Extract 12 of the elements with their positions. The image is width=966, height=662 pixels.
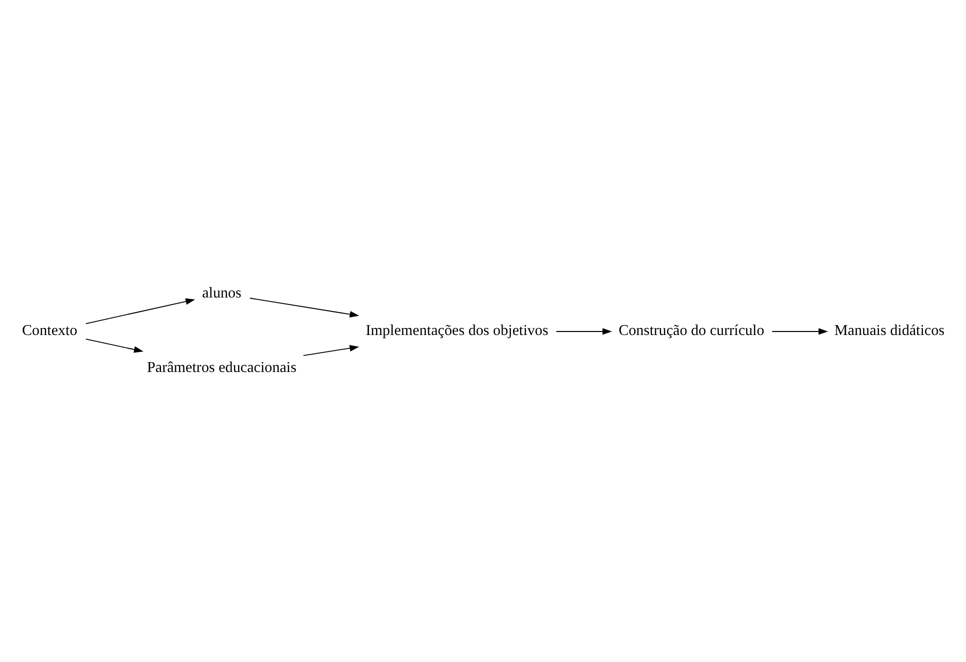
arrow [772, 328, 828, 335]
arrow [302, 344, 360, 356]
node-text: Implementações dos objetivos [366, 323, 548, 340]
node-text: alunos [202, 285, 242, 302]
node-text: Construção do currículo [618, 323, 764, 340]
node-text: Contexto [22, 323, 78, 340]
arrow [85, 298, 196, 324]
arrow [556, 328, 612, 335]
arrow [249, 298, 360, 318]
node-text: Manuais didáticos [834, 323, 945, 340]
arrow [85, 338, 144, 353]
node-text: Parâmetros educacionais [147, 360, 296, 376]
